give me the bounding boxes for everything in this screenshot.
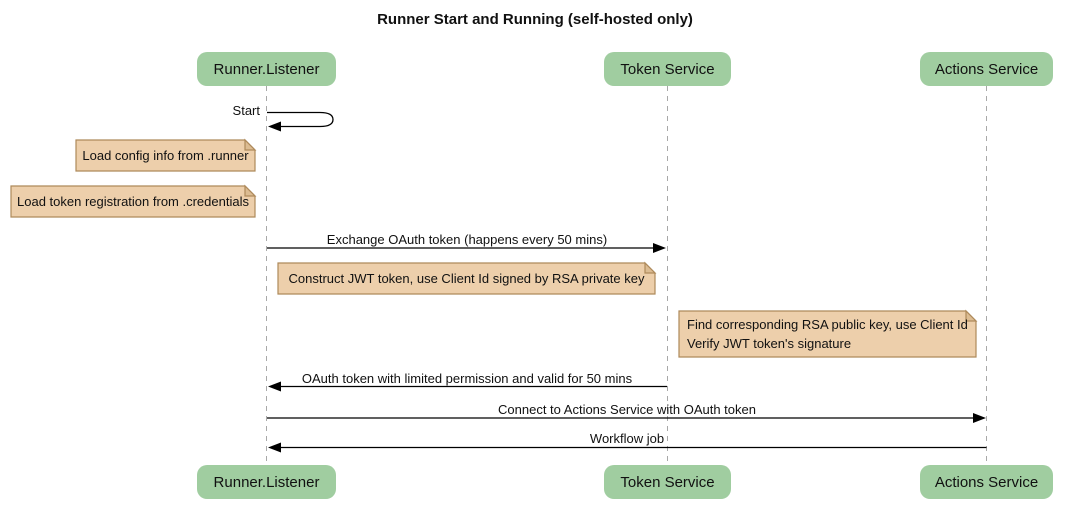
note-load-config-text: Load config info from .runner	[82, 148, 249, 163]
note-load-token-text: Load token registration from .credential…	[17, 194, 249, 209]
participant-label: Runner.Listener	[213, 473, 320, 491]
participant-label: Token Service	[620, 473, 715, 491]
message-oauth-return-arrowhead	[268, 381, 281, 392]
message-workflow-job-label: Workflow job	[589, 431, 665, 446]
note-verify-jwt-shape	[678, 310, 977, 358]
message-connect-actions-label: Connect to Actions Service with OAuth to…	[498, 402, 756, 417]
note-construct-jwt-shape	[277, 262, 656, 295]
note-verify-jwt-fold	[965, 309, 978, 322]
self-message-start-arrowhead	[268, 121, 281, 132]
participant-runner-listener-top: Runner.Listener	[197, 52, 336, 86]
participant-label: Token Service	[620, 60, 715, 78]
participant-label: Runner.Listener	[213, 60, 320, 78]
participant-token-service-bottom: Token Service	[604, 465, 731, 499]
message-connect-actions-arrowhead	[973, 413, 986, 423]
message-workflow-job-arrowhead	[268, 442, 281, 453]
note-verify-jwt-line1: Find corresponding RSA public key, use C…	[687, 317, 968, 332]
note-load-token-shape	[10, 185, 256, 218]
participant-label: Actions Service	[934, 473, 1039, 491]
participant-runner-listener-bottom: Runner.Listener	[197, 465, 336, 499]
note-construct-jwt-text: Construct JWT token, use Client Id signe…	[288, 271, 645, 286]
note-verify-jwt-text: Find corresponding RSA public key, use C…	[679, 311, 976, 357]
message-start-label: Start	[232, 103, 260, 118]
note-construct-jwt-fold	[644, 261, 657, 274]
diagram-title: Runner Start and Running (self-hosted on…	[377, 11, 693, 28]
note-load-token-fold	[244, 184, 257, 197]
self-message-start-line	[267, 111, 334, 128]
participant-label: Actions Service	[934, 60, 1039, 78]
participant-actions-service-bottom: Actions Service	[920, 465, 1053, 499]
message-exchange-token-arrowhead	[653, 243, 666, 253]
note-load-config-shape	[75, 139, 256, 172]
note-verify-jwt-line2: Verify JWT token's signature	[687, 336, 852, 351]
participant-token-service-top: Token Service	[604, 52, 731, 86]
message-oauth-return-label: OAuth token with limited permission and …	[301, 371, 633, 386]
message-exchange-token-label: Exchange OAuth token (happens every 50 m…	[326, 232, 608, 247]
note-load-config-fold	[244, 138, 257, 151]
participant-actions-service-top: Actions Service	[920, 52, 1053, 86]
